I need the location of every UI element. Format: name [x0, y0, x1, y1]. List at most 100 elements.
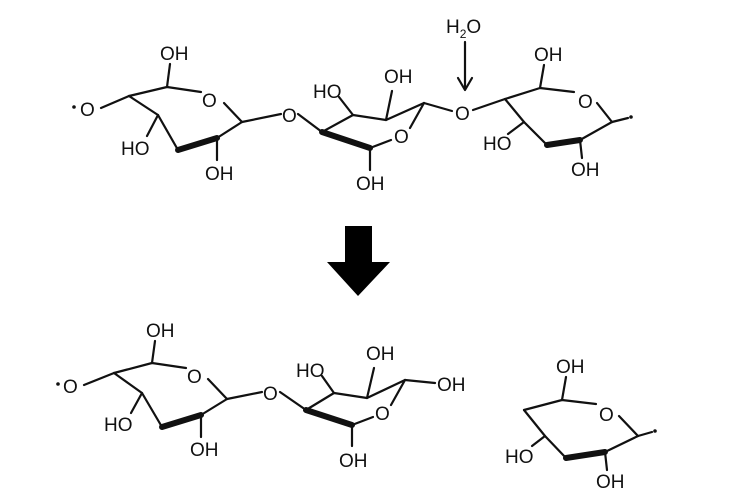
glucose-ring-3: O OH HO OH — [483, 45, 633, 181]
water-label: H2O — [446, 17, 481, 41]
oh3-bond — [320, 374, 336, 395]
ring-front-edge — [159, 412, 204, 430]
ring-oxygen: O — [202, 91, 217, 112]
ring-front-edge — [319, 129, 373, 151]
ch2oh-bond — [150, 339, 157, 365]
ring-bond — [522, 398, 564, 412]
oh3-label: HO — [505, 447, 534, 468]
ring-bond-to-oxygen — [389, 378, 407, 407]
ch2oh-label: OH — [534, 45, 563, 66]
ring-bond-from-oxygen — [222, 101, 244, 124]
ring-bond-from-oxygen — [368, 138, 393, 150]
oh2-label: OH — [384, 67, 413, 88]
ring-back-edges — [304, 378, 407, 412]
ring-bond — [215, 120, 244, 140]
ring-oxygen: O — [187, 367, 202, 388]
chain-continuation-bond — [610, 116, 630, 124]
ring-bond-to-oxygen — [165, 85, 203, 94]
product-monosaccharide: O OH HO OH — [505, 357, 657, 493]
oh2-bond — [578, 138, 584, 160]
glycosidic-bond — [471, 97, 507, 112]
ch2oh-label: OH — [146, 321, 175, 342]
chain-end-dot — [56, 382, 60, 386]
anomeric-oh-label: OH — [437, 375, 466, 396]
oh3-label: HO — [104, 415, 133, 436]
ring-bond-to-oxygen — [150, 361, 188, 370]
ring-bond-to-oxygen — [408, 101, 426, 130]
oh3-bond — [145, 113, 160, 138]
ring-oxygen: O — [394, 127, 409, 148]
ring-bond — [603, 434, 640, 454]
left-end-oxygen: O — [63, 377, 78, 398]
oh3-label: HO — [121, 139, 150, 160]
bold-ring-edges — [159, 129, 608, 461]
ch2oh-label: OH — [160, 44, 189, 65]
glucose-ring-1: O OH HO OH — [121, 44, 244, 185]
left-end-bond — [99, 94, 131, 110]
oh2-label: OH — [596, 472, 625, 493]
chain-end-dot — [72, 105, 76, 109]
oh2-bond — [603, 450, 609, 472]
ch2oh-label: OH — [339, 451, 368, 472]
ring-front-edge — [303, 407, 355, 428]
product-disaccharide: O O OH HO OH O O HO — [56, 321, 466, 472]
ring-oxygen: O — [375, 404, 390, 425]
glucose-ring-a: O OH HO OH — [104, 321, 229, 461]
ring-bond-from-oxygen — [617, 414, 640, 438]
anomeric-oh-bond — [403, 378, 437, 385]
reaction-arrow — [327, 226, 390, 296]
oh3-bond — [506, 120, 526, 136]
ring-bond — [112, 361, 154, 375]
linker-oxygen: O — [263, 384, 278, 405]
ring-back-edges — [503, 97, 582, 147]
glycosidic-bond — [225, 390, 264, 401]
oh2-label: OH — [366, 344, 395, 365]
oh2-label: OH — [205, 164, 234, 185]
chain-end-dot — [629, 115, 633, 119]
ring-front-edge — [544, 137, 583, 148]
left-end-oxygen: O — [80, 100, 95, 121]
glycosidic-bond — [240, 112, 283, 124]
ch2oh-label: OH — [356, 174, 385, 195]
ring-bond — [503, 86, 542, 101]
ring-oxygen: O — [578, 92, 593, 113]
left-end-bond — [82, 371, 116, 387]
substrate-chain: O O OH HO OH O O HO — [72, 44, 633, 195]
ring-bond-from-oxygen — [206, 377, 229, 401]
ring-bond — [127, 85, 169, 98]
ring-bond — [199, 397, 229, 417]
oh3-label: HO — [483, 134, 512, 155]
ring-back-edges — [320, 101, 426, 134]
glucose-ring-b: O HO OH OH OH — [296, 344, 466, 472]
glycosidic-bond — [278, 390, 308, 412]
chain-end-dot — [653, 429, 657, 433]
cleaved-bond — [422, 101, 454, 113]
ring-front-edge — [563, 449, 608, 461]
oh3-bond — [337, 95, 355, 117]
glycosidic-bond — [296, 112, 324, 134]
linker-oxygen: O — [282, 106, 297, 127]
water-arrow-head — [456, 76, 474, 92]
oh3-bond — [129, 391, 144, 415]
ring-front-edge — [175, 135, 220, 153]
ring-oxygen: O — [599, 405, 614, 426]
ring-bond-to-oxygen — [560, 398, 598, 406]
ring-back-edges — [522, 408, 607, 460]
glycosidic-oxygen: O — [455, 104, 470, 125]
oh3-bond — [530, 434, 547, 448]
oh2-bond — [384, 89, 394, 122]
ring-bond-from-oxygen — [595, 101, 614, 124]
water-reagent: H2O — [446, 17, 481, 92]
oh2-bond — [365, 366, 376, 400]
ring-bond — [578, 120, 614, 142]
chain-continuation-bond — [636, 430, 654, 438]
glucose-ring-2: O HO OH OH — [313, 67, 426, 195]
ch2oh-bond — [560, 375, 568, 402]
ch2oh-bond — [165, 62, 172, 89]
ring-bond-from-oxygen — [350, 415, 375, 427]
oh3-label: HO — [296, 361, 325, 382]
ch2oh-bond — [538, 63, 546, 90]
oh3-label: HO — [313, 82, 342, 103]
